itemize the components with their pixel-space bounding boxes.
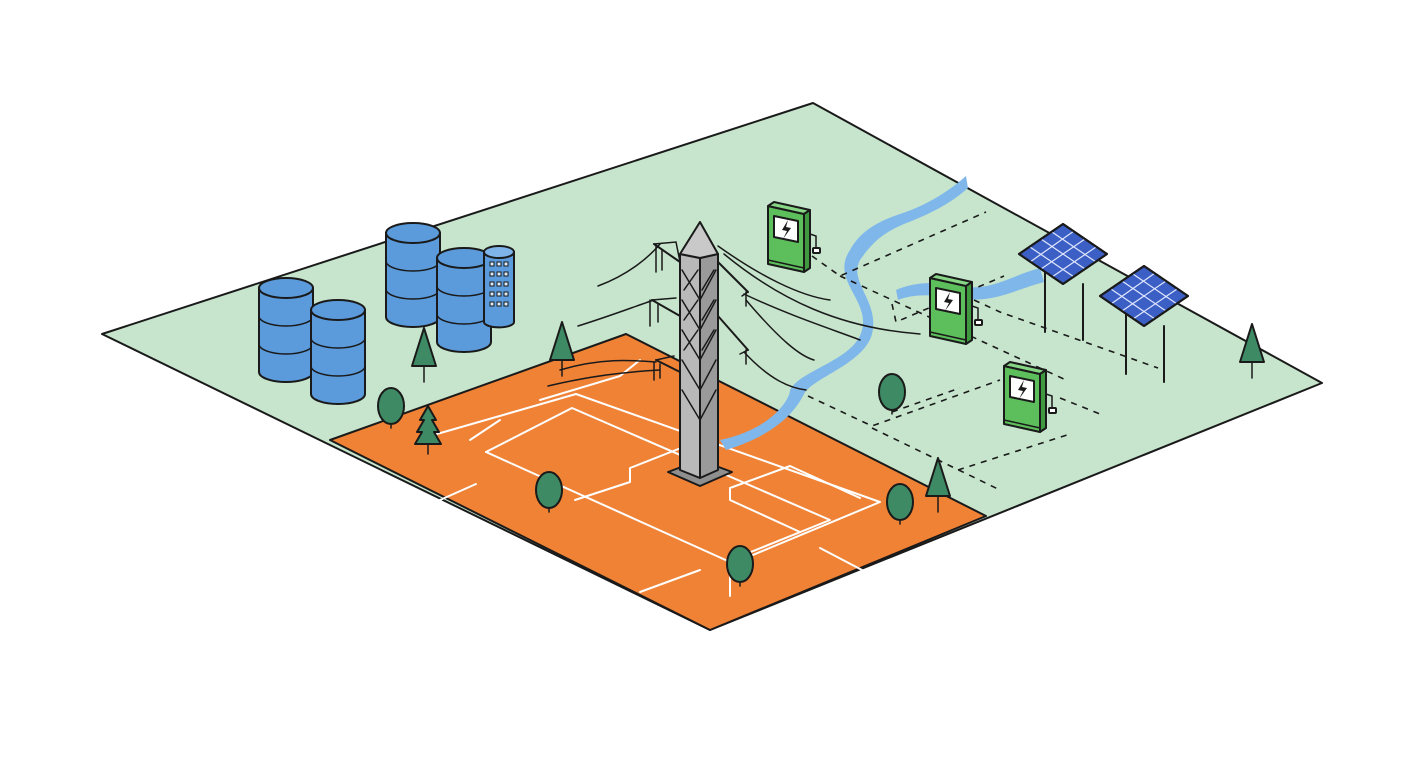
battery-rack-icon [483, 245, 515, 329]
urban-zone [329, 333, 987, 631]
power-lines [547, 243, 921, 391]
transmission-tower-icon [649, 221, 749, 487]
storage-tank-icon [310, 299, 366, 405]
river [720, 176, 968, 450]
storage-tank-icon [436, 247, 492, 353]
storage-tank-icon [258, 277, 314, 383]
storage-tank-icon [385, 222, 441, 328]
